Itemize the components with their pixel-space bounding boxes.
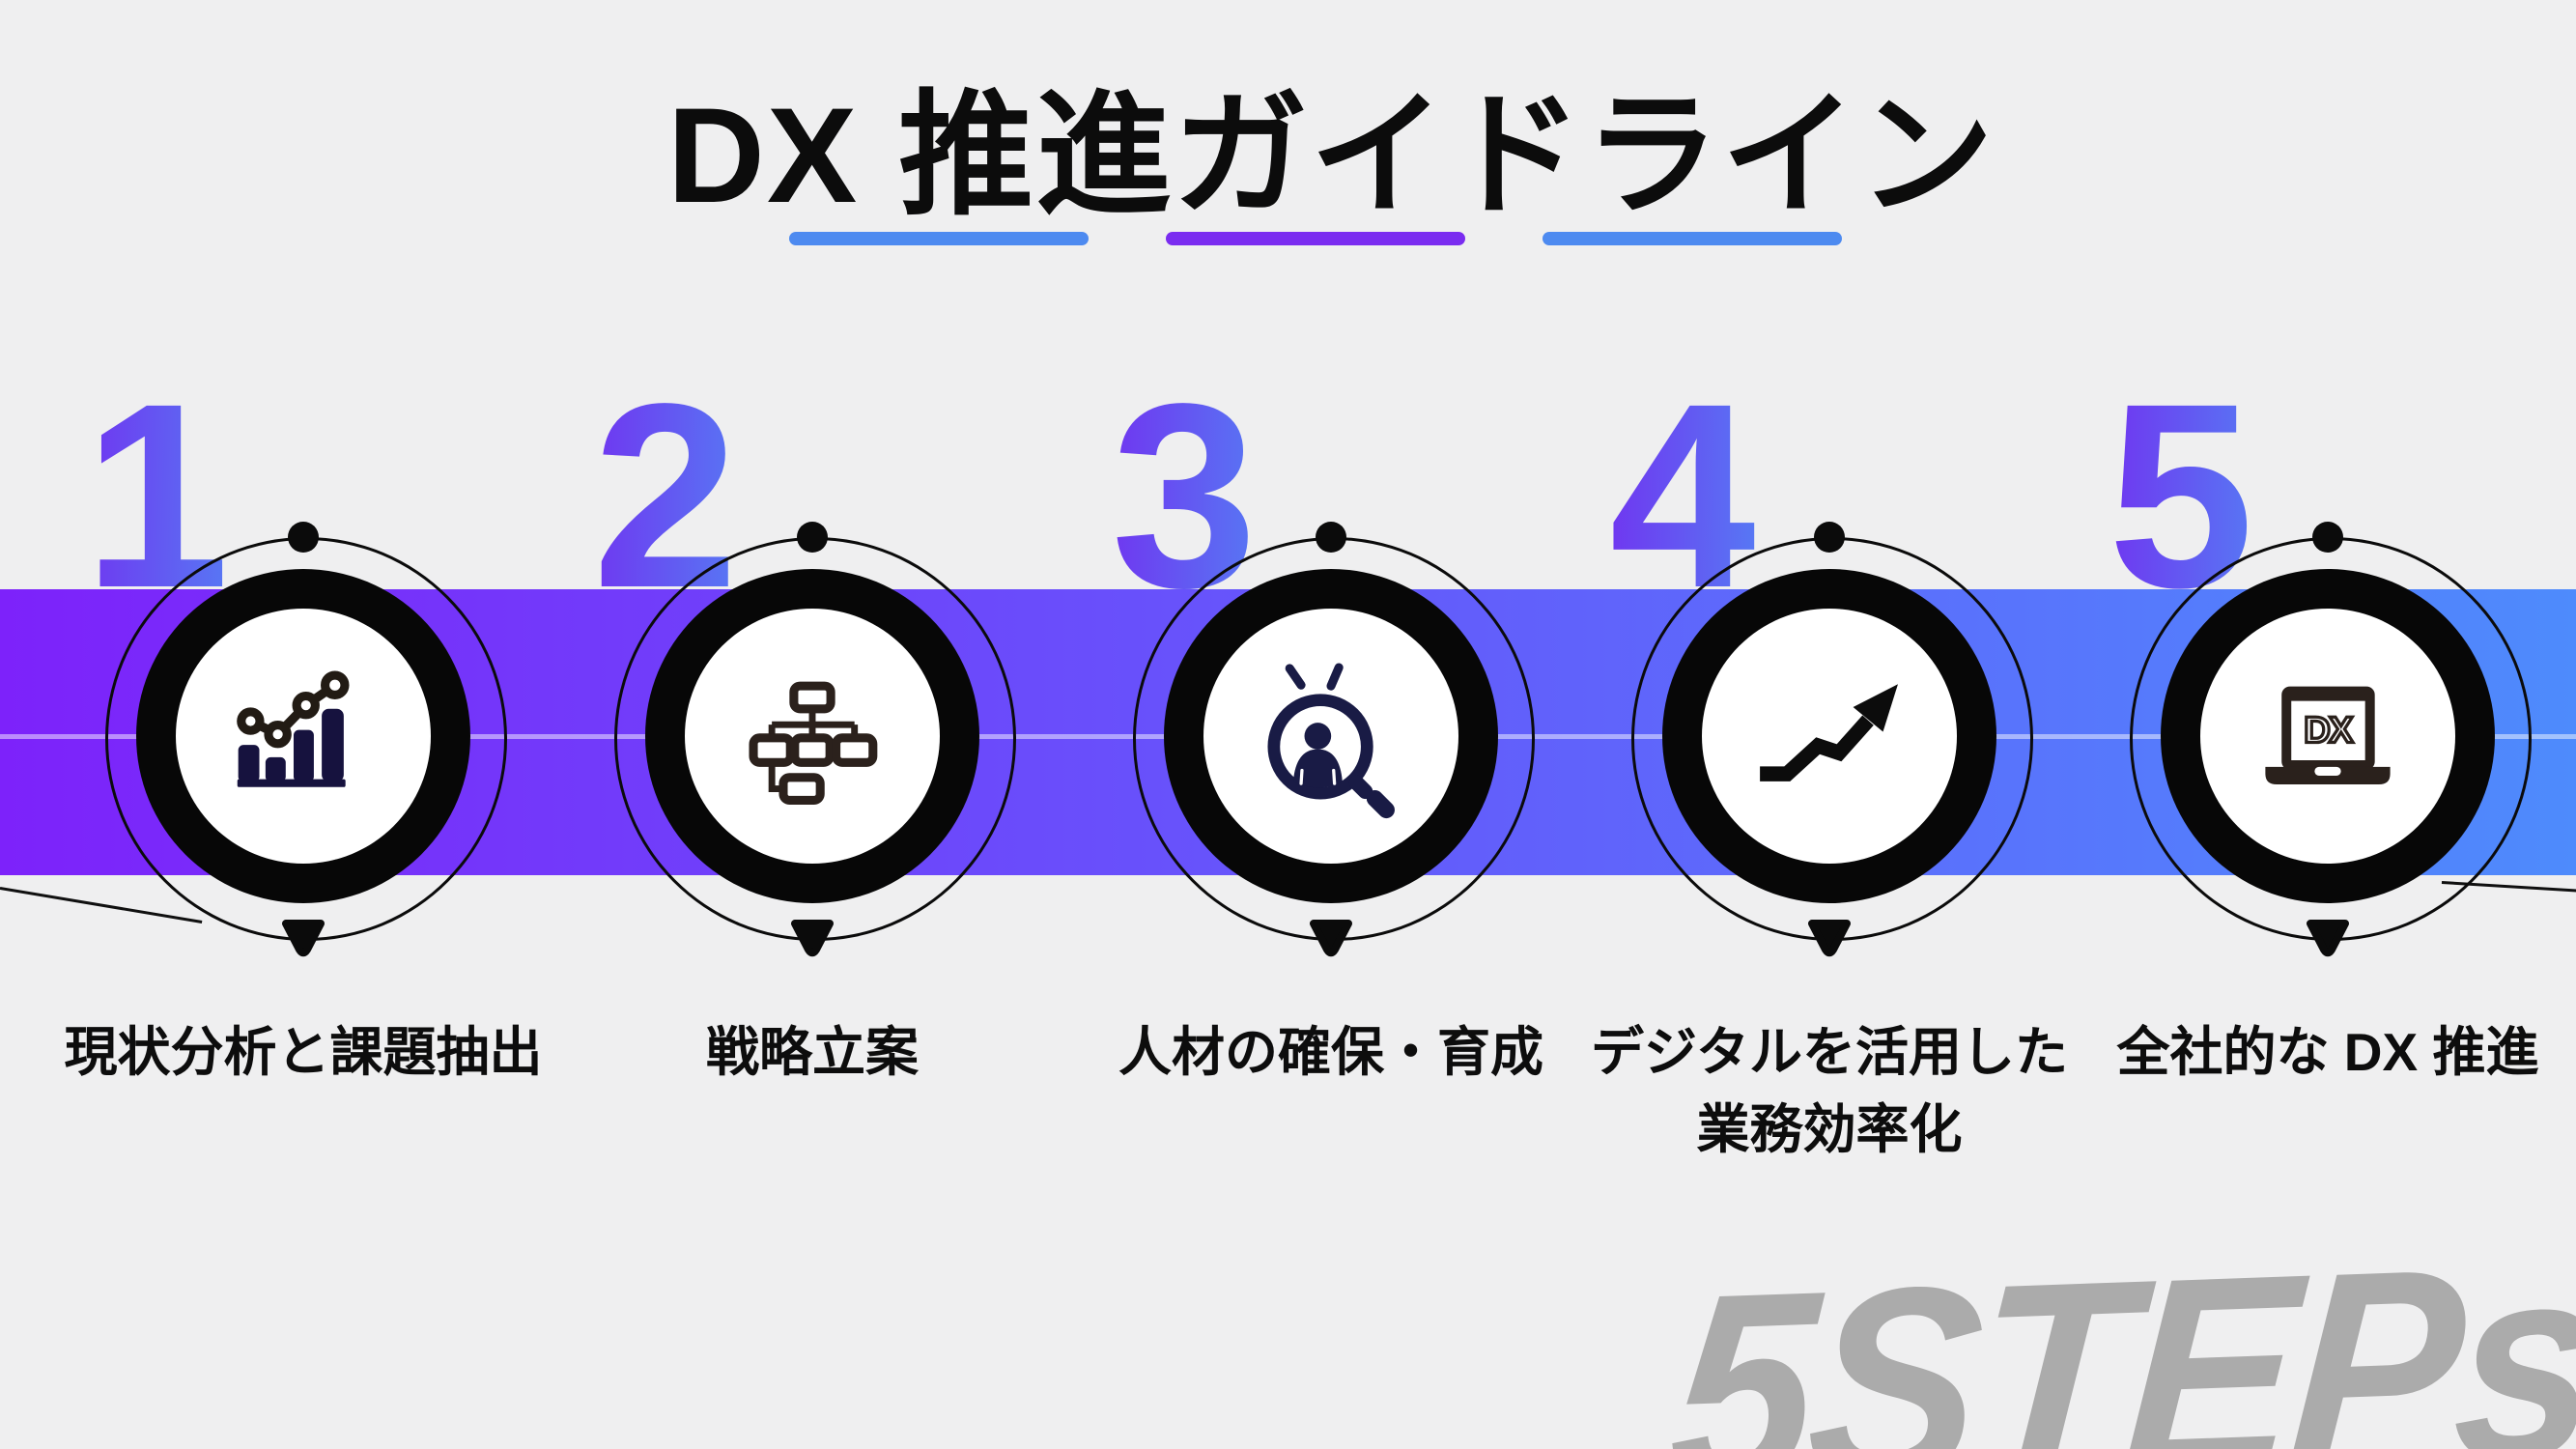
step-circle: [1662, 569, 1996, 903]
step-label-line2: 業務効率化: [1696, 1098, 1963, 1159]
title-underline-blue-2: [1542, 232, 1842, 245]
step-circle-inner: [1702, 609, 1957, 864]
orbit-dot-icon: [797, 522, 828, 553]
step-circle: DX: [2161, 569, 2495, 903]
watermark-5steps: 5STEPs: [1661, 1207, 2576, 1449]
step-circle-inner: [1203, 609, 1458, 864]
orbit-triangle-icon: [2307, 920, 2349, 957]
bar-chart-icon: [237, 670, 350, 787]
orbit-dot-icon: [2312, 522, 2343, 553]
step-label-line1: デジタルを活用した: [1591, 1022, 2068, 1082]
step-circle: [1164, 569, 1498, 903]
title-underline-purple: [1165, 232, 1465, 245]
step-label: 全社的な DX 推進: [1970, 1014, 2576, 1092]
page-title: DX 推進ガイドライン: [666, 79, 1996, 231]
step-label-line1: 人材の確保・育成: [1118, 1022, 1543, 1082]
laptop-screen-text: DX: [2304, 709, 2354, 751]
trend-up-icon: [1760, 684, 1898, 781]
person-search-icon: [1267, 663, 1395, 819]
step-circle-inner: [685, 609, 940, 864]
step-label-line1: 現状分析と課題抽出: [64, 1022, 543, 1082]
step-label: 人材の確保・育成: [974, 1014, 1688, 1092]
step-circle: [136, 569, 470, 903]
step-circle-inner: [176, 609, 431, 864]
orbit-triangle-icon: [791, 920, 834, 957]
orbit-dot-icon: [1814, 522, 1845, 553]
step-label: デジタルを活用した 業務効率化: [1472, 1014, 2187, 1169]
orbit-dot-icon: [288, 522, 319, 553]
title-underline-blue-1: [788, 232, 1089, 245]
thread-line-left: [0, 887, 203, 923]
org-chart-icon: [749, 681, 878, 805]
orbit-triangle-icon: [282, 920, 325, 957]
orbit-dot-icon: [1316, 522, 1346, 553]
step-circle: [645, 569, 979, 903]
step-label: 現状分析と課題抽出: [0, 1014, 661, 1092]
step-label-line1: 全社的な DX 推進: [2116, 1022, 2539, 1082]
orbit-triangle-icon: [1808, 920, 1851, 957]
orbit-triangle-icon: [1310, 920, 1352, 957]
laptop-dx-icon: DX: [2265, 686, 2391, 785]
title-underlines: [788, 232, 1842, 245]
step-label-line1: 戦略立案: [705, 1022, 919, 1082]
step-circle-inner: DX: [2200, 609, 2455, 864]
step-label: 戦略立案: [455, 1014, 1170, 1092]
